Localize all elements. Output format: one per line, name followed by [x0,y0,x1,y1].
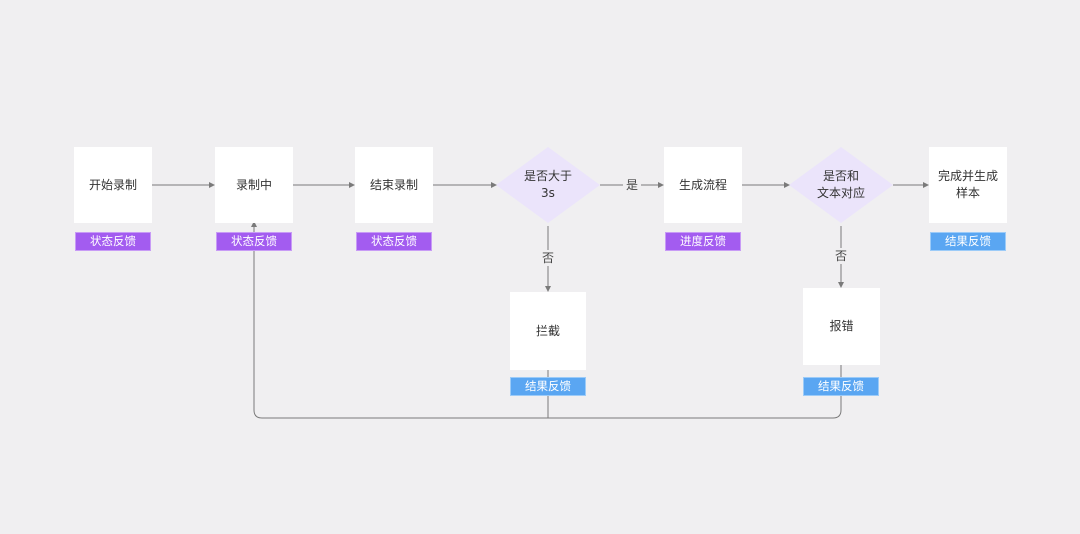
badge-gen-flow-progress: 进度反馈 [665,232,741,251]
badge-start-status: 状态反馈 [75,232,151,251]
badge-end-status: 状态反馈 [356,232,432,251]
edge-label-no-gt3s: 否 [538,250,558,266]
badge-intercept-result: 结果反馈 [510,377,586,396]
decision-gt3s-label: 是否大于 3s [523,169,572,200]
node-error: 报错 [803,288,880,365]
edge-error-loop [251,221,842,419]
badge-done-result: 结果反馈 [930,232,1006,251]
node-generate-flow: 生成流程 [664,147,742,223]
node-recording: 录制中 [215,147,293,223]
edge-label-no-match: 否 [831,248,851,264]
badge-error-result: 结果反馈 [803,377,879,396]
node-start: 开始录制 [74,147,152,223]
node-end-recording: 结束录制 [355,147,433,223]
badge-recording-status: 状态反馈 [216,232,292,251]
node-done: 完成并生成 样本 [929,147,1007,223]
node-intercept: 拦截 [510,292,586,370]
decision-match-label: 是否和 文本对应 [816,169,865,200]
decision-gt3s-shape [496,147,600,223]
edge-label-yes: 是 [622,177,642,193]
decision-match-shape [789,147,893,223]
